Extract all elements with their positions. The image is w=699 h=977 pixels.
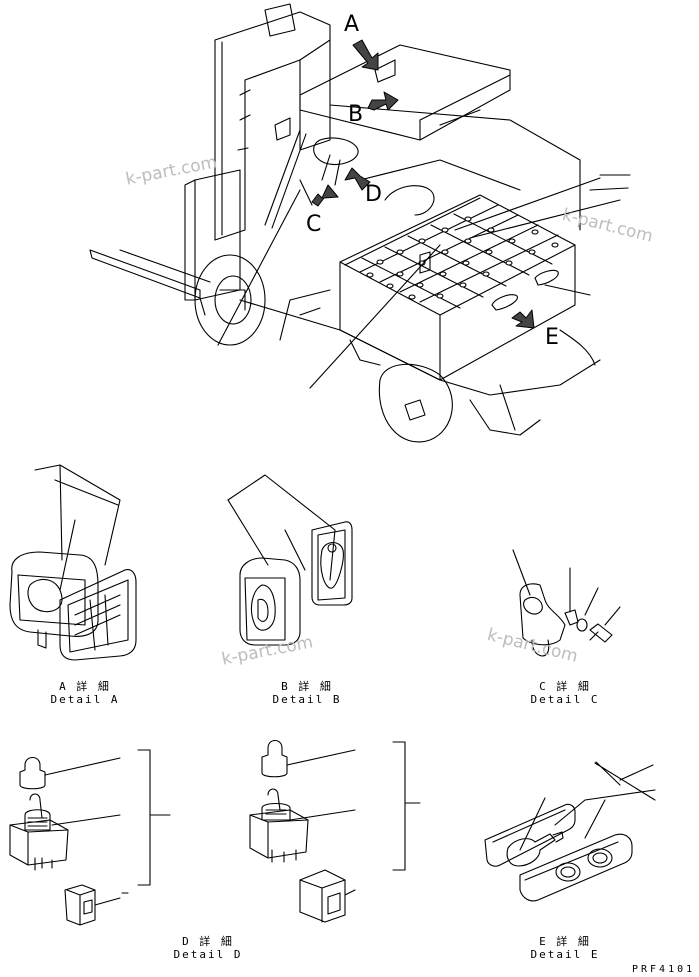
detail-d-caption: D 詳 細 Detail D <box>163 935 253 961</box>
detail-d-jp-label: D 詳 細 <box>182 935 234 948</box>
detail-a-en-label: Detail A <box>50 693 120 706</box>
detail-e-caption: E 詳 細 Detail E <box>520 935 610 961</box>
callout-label-b: B <box>348 102 364 127</box>
arrow-e <box>511 309 535 329</box>
detail-c-en-label: Detail C <box>530 693 600 706</box>
detail-e-drawing <box>484 761 656 902</box>
arrow-d <box>344 167 371 191</box>
detail-c-drawing <box>512 549 621 657</box>
callout-label-d: D <box>365 182 382 207</box>
callout-arrows <box>311 39 535 329</box>
arrow-a <box>352 39 379 71</box>
detail-b-drawing <box>227 474 353 646</box>
callout-label-e: E <box>545 325 559 350</box>
callout-label-a: A <box>344 12 360 37</box>
callout-label-c: C <box>306 212 322 237</box>
detail-a-drawing <box>9 464 137 661</box>
detail-d-left-drawing <box>9 749 171 926</box>
detail-a-jp-label: A 詳 細 <box>59 680 111 693</box>
detail-b-jp-label: B 詳 細 <box>281 680 333 693</box>
drawing-code: PRF4101 <box>632 964 696 975</box>
detail-e-en-label: Detail E <box>530 948 600 961</box>
detail-b-caption: B 詳 細 Detail B <box>262 680 352 706</box>
detail-a-caption: A 詳 細 Detail A <box>40 680 130 706</box>
detail-c-caption: C 詳 細 Detail C <box>520 680 610 706</box>
detail-d-en-label: Detail D <box>173 948 243 961</box>
forklift-illustration <box>89 3 631 443</box>
detail-c-jp-label: C 詳 細 <box>539 680 591 693</box>
detail-d-right-drawing <box>249 739 421 923</box>
detail-e-jp-label: E 詳 細 <box>539 935 591 948</box>
detail-b-en-label: Detail B <box>272 693 342 706</box>
arrow-b <box>367 91 399 111</box>
arrow-c <box>311 184 339 207</box>
